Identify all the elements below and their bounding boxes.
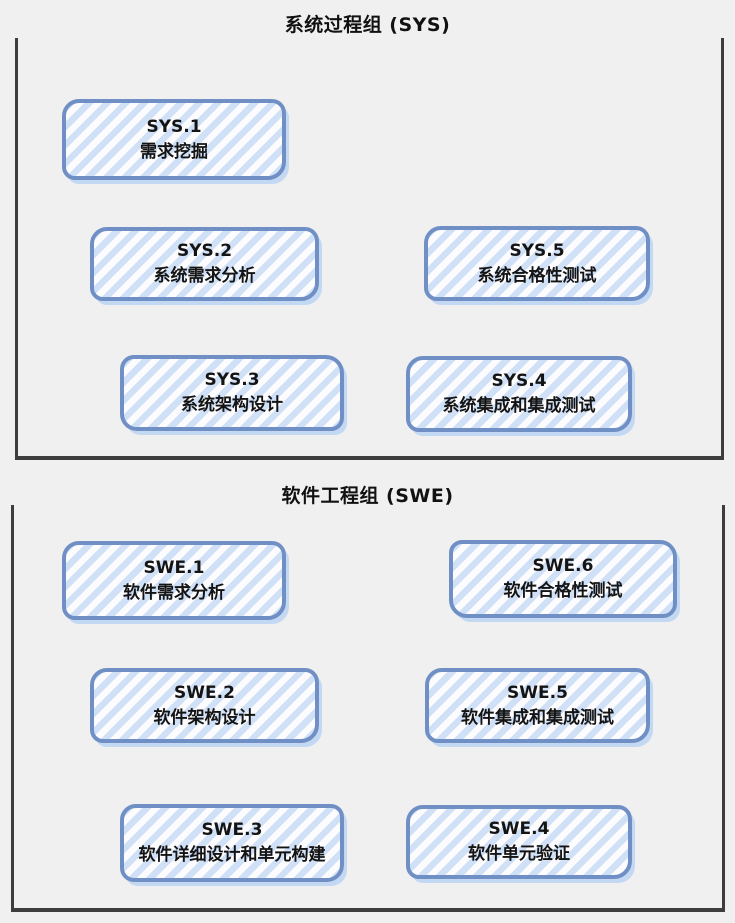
- process-code: SYS.2: [176, 241, 233, 261]
- process-name: 软件架构设计: [153, 707, 256, 728]
- process-name: 软件合格性测试: [503, 581, 623, 601]
- process-code: SWE.4: [488, 819, 550, 839]
- process-name: 软件单元验证: [468, 844, 570, 864]
- process-box-sys1: SYS.1 需求挖掘: [62, 99, 286, 180]
- process-code: SYS.5: [509, 240, 565, 261]
- process-box-sys3: SYS.3 系统架构设计: [120, 355, 344, 431]
- process-code: SYS.3: [204, 370, 260, 390]
- process-name: 软件详细设计和单元构建: [138, 845, 326, 865]
- process-name: 系统需求分析: [153, 266, 256, 286]
- swe-group-container: [11, 505, 725, 912]
- process-code: SWE.3: [201, 820, 263, 840]
- process-box-sys4: SYS.4 系统集成和集成测试: [406, 356, 632, 432]
- process-name: 系统架构设计: [181, 395, 283, 415]
- process-code: SWE.1: [143, 557, 205, 578]
- process-box-swe3: SWE.3 软件详细设计和单元构建: [120, 804, 344, 882]
- process-box-sys5: SYS.5 系统合格性测试: [424, 226, 650, 301]
- process-box-swe5: SWE.5 软件集成和集成测试: [425, 668, 650, 743]
- process-code: SWE.6: [532, 556, 594, 576]
- process-box-swe4: SWE.4 软件单元验证: [406, 805, 632, 879]
- process-name: 需求挖掘: [140, 141, 208, 162]
- sys-group-container: [15, 38, 724, 460]
- swe-group-title: 软件工程组 (SWE): [281, 485, 454, 507]
- process-box-sys2: SYS.2 系统需求分析: [90, 227, 319, 301]
- sys-group-title: 系统过程组 (SYS): [284, 14, 451, 36]
- process-name: 系统合格性测试: [477, 265, 597, 286]
- process-name: 系统集成和集成测试: [442, 396, 596, 416]
- process-name: 软件需求分析: [123, 582, 225, 603]
- process-box-swe6: SWE.6 软件合格性测试: [449, 540, 677, 618]
- process-box-swe1: SWE.1 软件需求分析: [62, 541, 286, 620]
- process-name: 软件集成和集成测试: [461, 707, 614, 728]
- process-box-swe2: SWE.2 软件架构设计: [90, 668, 319, 743]
- process-code: SYS.1: [146, 116, 202, 137]
- process-code: SWE.5: [507, 682, 568, 703]
- process-code: SWE.2: [174, 682, 235, 703]
- process-code: SYS.4: [491, 371, 547, 391]
